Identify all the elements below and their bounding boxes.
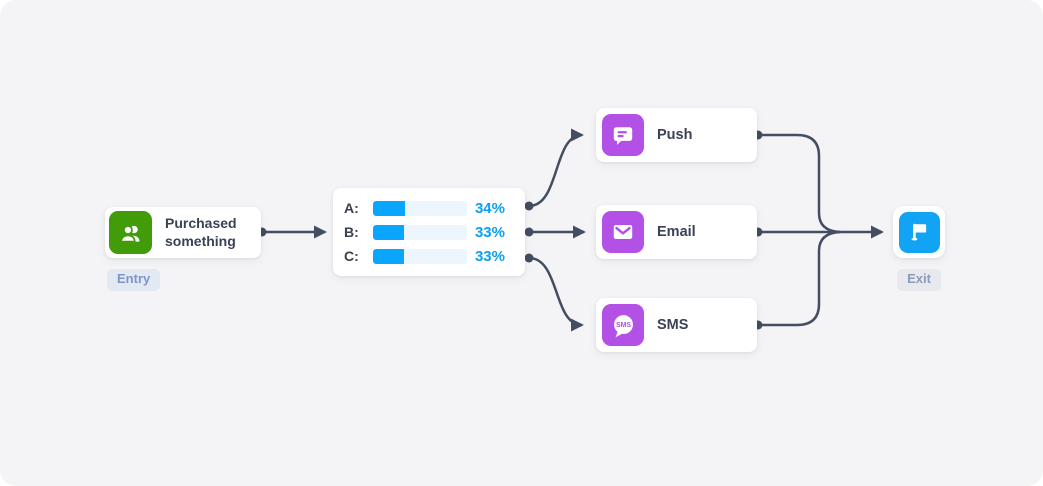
users-icon (109, 211, 152, 254)
connector-push-to-merge (758, 133, 841, 234)
variant-a-bar-fill (373, 200, 405, 216)
variant-c-bar-fill (373, 248, 405, 264)
email-icon (602, 211, 644, 253)
email-node[interactable]: Email (596, 205, 757, 259)
variant-c-label: C: (344, 248, 359, 264)
flag-icon (898, 211, 940, 253)
connector-sms-to-merge (758, 230, 841, 327)
variant-a-label: A: (344, 200, 359, 216)
push-node-label: Push (657, 127, 693, 143)
variant-c-percent: 33% (474, 247, 505, 265)
split-row-a: A: 34% (344, 196, 505, 220)
entry-node-label: Purchased something (165, 215, 237, 249)
push-notification-icon (602, 114, 644, 156)
variant-a-bar (373, 200, 467, 216)
variant-b-label: B: (344, 224, 359, 240)
variant-b-percent: 33% (474, 223, 505, 241)
exit-node[interactable] (893, 206, 945, 258)
entry-badge: Entry (107, 269, 161, 291)
sms-icon-text: SMS (615, 322, 630, 329)
sms-node[interactable]: SMS SMS (596, 298, 757, 352)
variant-b-bar-fill (373, 224, 405, 240)
email-node-label: Email (657, 224, 696, 240)
variant-b-bar (373, 224, 467, 240)
port-split-b-out[interactable] (524, 227, 534, 237)
entry-node[interactable]: Purchased something (105, 207, 261, 258)
exit-badge: Exit (897, 269, 941, 291)
split-node[interactable]: A: 34% B: 33% C: 33% (333, 188, 525, 276)
split-row-c: C: 33% (344, 244, 505, 268)
variant-a-percent: 34% (474, 199, 505, 217)
push-node[interactable]: Push (596, 108, 757, 162)
connector-split-a-to-push (528, 128, 584, 208)
sms-node-label: SMS (657, 317, 689, 333)
variant-c-bar (373, 248, 467, 264)
sms-icon: SMS (602, 304, 644, 346)
port-split-c-out[interactable] (524, 253, 534, 263)
connector-split-c-to-sms (528, 256, 584, 332)
split-row-b: B: 33% (344, 220, 505, 244)
port-split-a-out[interactable] (524, 201, 534, 211)
